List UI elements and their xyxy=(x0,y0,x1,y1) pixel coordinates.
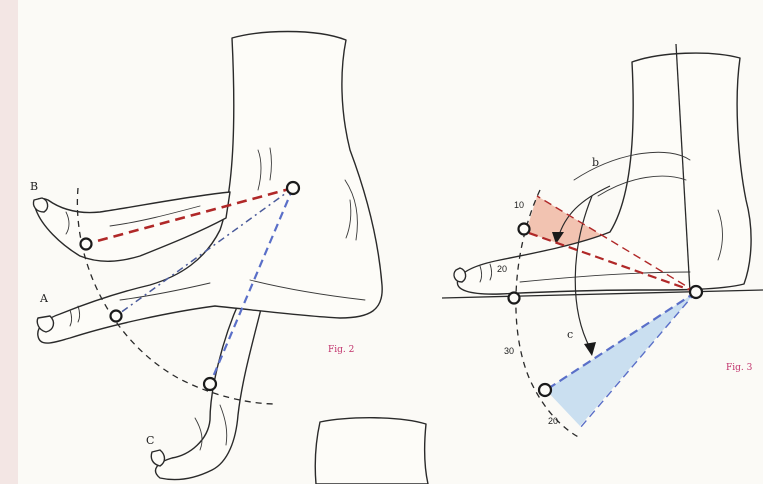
label-b: B xyxy=(30,180,38,193)
figure-3: 10 20 30 20 b c Fig. 3 xyxy=(442,44,763,438)
pivot-circle-icon xyxy=(204,378,216,390)
rotation-arrow-icon xyxy=(584,342,596,356)
pivot-circle-icon xyxy=(690,286,702,298)
tick-30: 30 xyxy=(504,346,514,356)
foot-b xyxy=(33,192,230,261)
arc-label-c: c xyxy=(567,328,573,341)
pivot-circle-icon xyxy=(81,239,92,250)
pivot-circle-icon xyxy=(509,293,520,304)
pivot-circle-icon xyxy=(519,224,530,235)
leg-and-foot-a xyxy=(37,32,382,344)
caption-fig-3: Fig. 3 xyxy=(726,363,753,373)
blue-wedge xyxy=(546,292,696,426)
leg-stub xyxy=(315,418,428,484)
figure-2: B A C Fig. 2 xyxy=(30,32,382,480)
tick-20-upper: 20 xyxy=(497,264,507,274)
label-c: C xyxy=(146,434,154,447)
pivot-circle-icon xyxy=(111,311,122,322)
caption-fig-2: Fig. 2 xyxy=(328,345,354,355)
arc-label-b: b xyxy=(592,156,599,169)
label-a: A xyxy=(39,292,49,305)
tick-20-lower: 20 xyxy=(548,416,558,426)
pivot-circle-icon xyxy=(287,182,299,194)
scan-edge xyxy=(0,0,18,484)
tick-10: 10 xyxy=(514,200,524,210)
pivot-circle-icon xyxy=(539,384,551,396)
